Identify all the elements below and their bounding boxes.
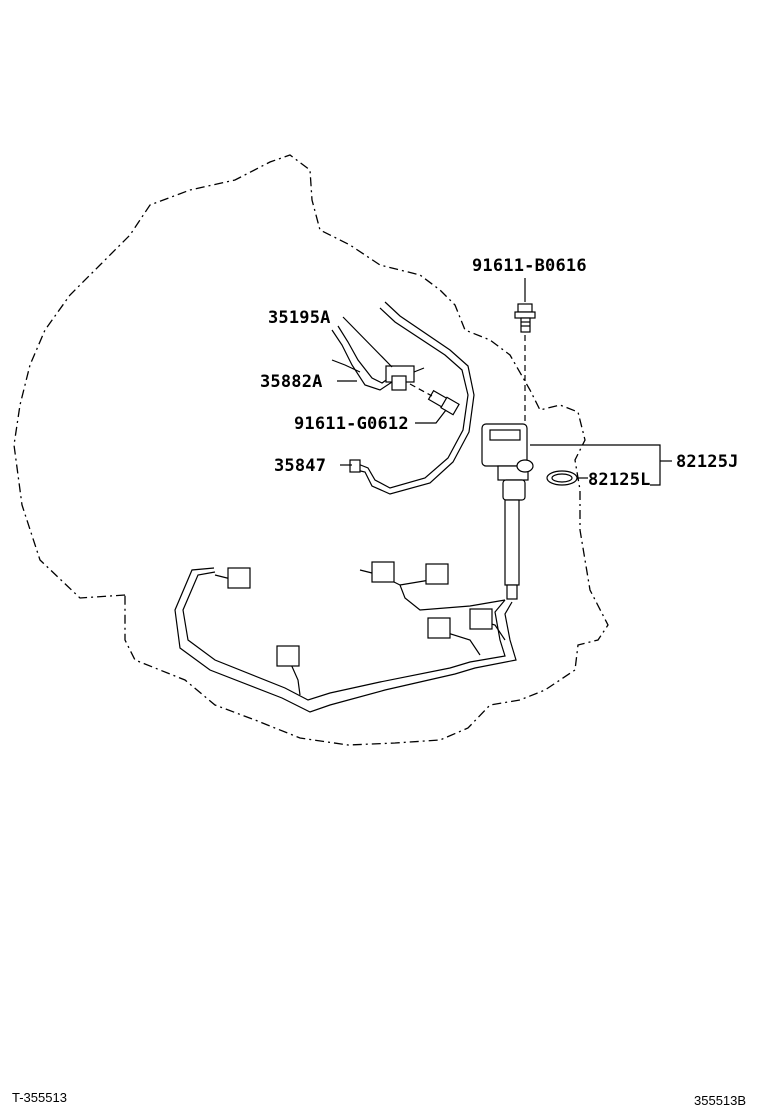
bolt-lower-axis xyxy=(409,383,433,397)
bolt-lower-icon xyxy=(427,389,460,416)
label-o-ring: 82125L xyxy=(588,470,651,490)
footer-left-code: T-355513 xyxy=(12,1090,67,1105)
tube-35847 xyxy=(357,307,469,489)
tube-35882a-branch xyxy=(331,359,361,373)
clamp-icon xyxy=(385,365,425,391)
label-bolt-lower: 91611-G0612 xyxy=(294,414,409,434)
label-hose-clamp: 35195A xyxy=(268,308,331,328)
leader-bolt-lower xyxy=(415,409,447,424)
bolt-upper-icon xyxy=(514,303,536,333)
tube-35847-edge xyxy=(355,301,475,495)
label-bolt-upper: 91611-B0616 xyxy=(472,256,587,276)
label-speed-sensor: 82125J xyxy=(676,452,739,472)
speed-sensor-icon xyxy=(481,423,534,600)
tube-35882a xyxy=(331,329,396,391)
label-tube-a: 35882A xyxy=(260,372,323,392)
wire-harness xyxy=(182,571,506,701)
leader-clamp xyxy=(342,316,393,368)
leader-sensor-bracket xyxy=(530,444,661,486)
tube-35882a-edge xyxy=(337,325,397,384)
connector-icon xyxy=(227,561,493,667)
wire-branch-left xyxy=(289,661,301,696)
label-tube-b: 35847 xyxy=(274,456,327,476)
tube-35847-end xyxy=(349,459,361,473)
wire-harness-edge xyxy=(174,567,517,713)
wire-branch-connector xyxy=(399,579,431,586)
footer-right-code: 355513B xyxy=(694,1093,747,1108)
o-ring-inner-icon xyxy=(551,473,573,483)
